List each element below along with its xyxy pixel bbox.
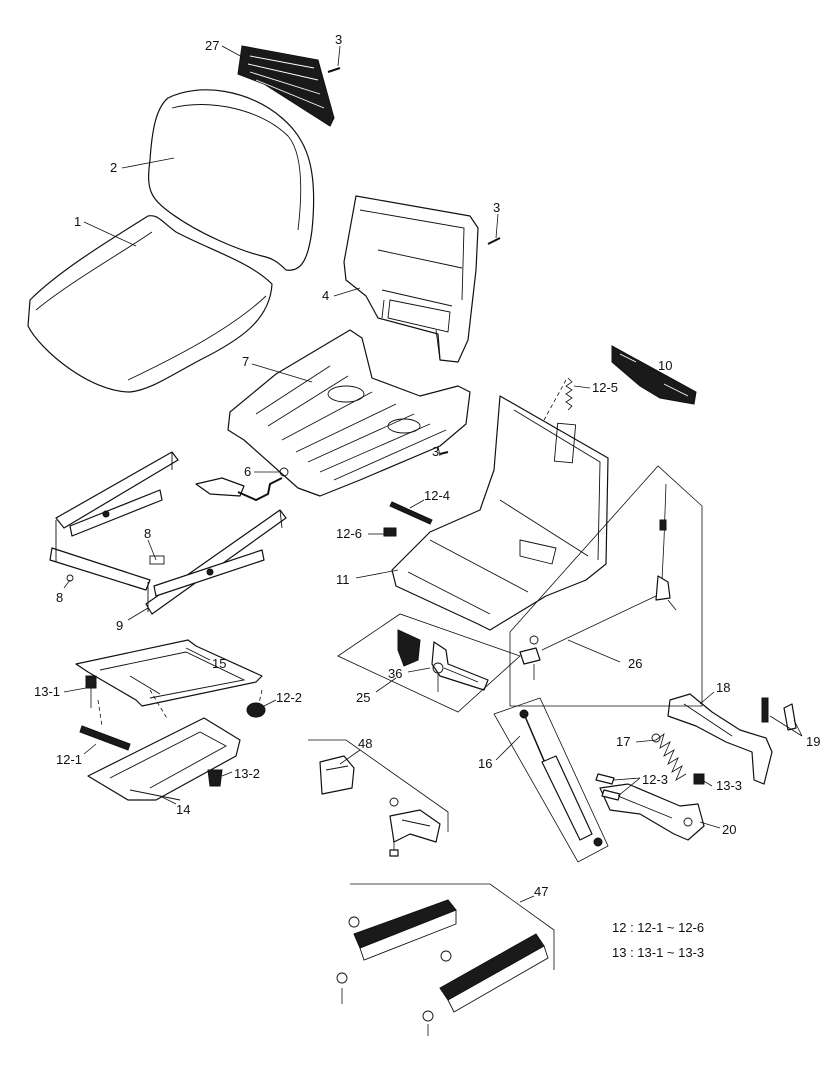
note-group-13: 13 : 13-1 ~ 13-3 [612, 945, 705, 960]
callout-4: 4 [322, 288, 329, 303]
callout-11: 11 [336, 572, 350, 587]
part-48-brackets [319, 755, 441, 857]
callout-26: 26 [628, 656, 642, 671]
part-19-pins [761, 697, 797, 731]
part-18-lever-bracket [667, 693, 773, 785]
callout-13-3: 13-3 [716, 778, 742, 793]
part-14-base-plate [87, 717, 241, 801]
callout-20: 20 [722, 822, 736, 837]
part-15-slide-upper [75, 639, 263, 707]
part-26-cable [519, 483, 677, 680]
callout-labels: 1 2 27 3 3 4 7 3 10 12-5 12-4 12-6 11 6 … [34, 32, 820, 899]
part-12-1-bracket [79, 725, 131, 751]
part-27-backrest-grille [237, 45, 335, 127]
callout-3-top: 3 [335, 32, 342, 47]
note-group-12: 12 : 12-1 ~ 12-6 [612, 920, 705, 935]
bolts-3 [327, 67, 501, 455]
part-17-spring [655, 732, 687, 781]
callout-2: 2 [110, 160, 117, 175]
part-47-seat-rails [336, 899, 549, 1036]
part-13-1-damper [85, 675, 97, 708]
part-12-3-bolts [595, 773, 621, 801]
part-12-5-spring [565, 377, 573, 411]
group-outlines [97, 379, 703, 970]
part-12-2-bushing [246, 702, 266, 718]
part-9-suspension-frame [49, 451, 287, 615]
callout-13-1: 13-1 [34, 684, 60, 699]
part-7-seat-pan [227, 329, 471, 497]
callout-8-upper: 8 [144, 526, 151, 541]
callout-14: 14 [176, 802, 190, 817]
part-6-lever [195, 467, 289, 502]
part-2-backrest-cushion [148, 89, 315, 271]
callout-1: 1 [74, 214, 81, 229]
leader-lines [63, 45, 803, 903]
callout-47: 47 [534, 884, 548, 899]
callout-48: 48 [358, 736, 372, 751]
part-12-4-strip [389, 501, 433, 525]
callout-3-lower: 3 [432, 444, 439, 459]
part-11-seat-base [391, 395, 609, 631]
part-25-pedal-assembly [397, 629, 489, 692]
part-13-2-rubber-foot [207, 769, 223, 787]
callout-12-2: 12-2 [276, 690, 302, 705]
callout-7: 7 [242, 354, 249, 369]
part-8-label [149, 555, 165, 565]
callout-25: 25 [356, 690, 370, 705]
callout-13-2: 13-2 [234, 766, 260, 781]
callout-17: 17 [616, 734, 630, 749]
part-1-seat-cushion [27, 215, 273, 393]
part-4-backrest-frame [343, 195, 479, 363]
callout-6: 6 [244, 464, 251, 479]
callout-9: 9 [116, 618, 123, 633]
callout-18: 18 [716, 680, 730, 695]
callout-3-middle: 3 [493, 200, 500, 215]
part-20-lever [599, 783, 705, 841]
callout-19: 19 [806, 734, 820, 749]
part-10-label-plate [611, 345, 697, 405]
callout-12-4: 12-4 [424, 488, 450, 503]
callout-16: 16 [478, 756, 492, 771]
part-16-gas-spring [519, 709, 603, 847]
callout-15: 15 [212, 656, 226, 671]
callout-12-1: 12-1 [56, 752, 82, 767]
callout-12-6: 12-6 [336, 526, 362, 541]
callout-36: 36 [388, 666, 402, 681]
callout-12-5: 12-5 [592, 380, 618, 395]
callout-27: 27 [205, 38, 219, 53]
part-13-3-stopper [693, 773, 705, 785]
callout-10: 10 [658, 358, 672, 373]
callout-12-3: 12-3 [642, 772, 668, 787]
callout-8-lower: 8 [56, 590, 63, 605]
part-12-6-clip [383, 527, 397, 537]
